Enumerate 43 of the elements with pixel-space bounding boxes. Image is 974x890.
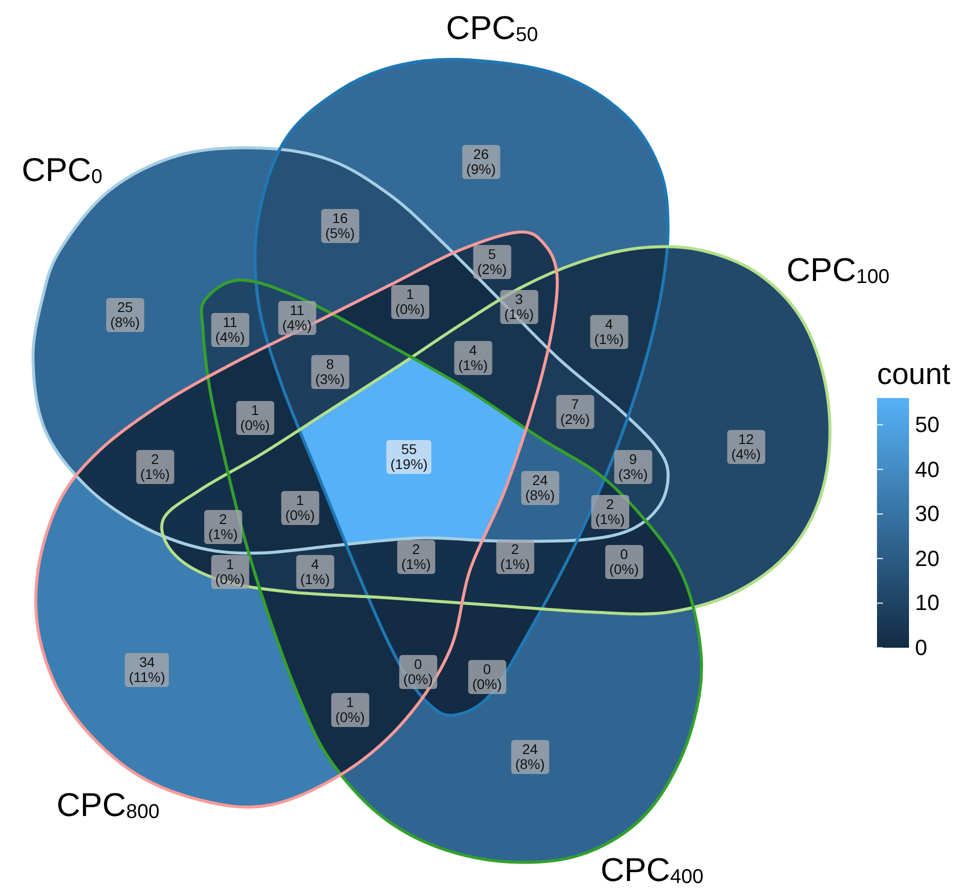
- region-count-label: 2 (1%): [204, 510, 242, 544]
- region-count-label: 2 (1%): [496, 540, 534, 574]
- region-count-label: 0 (0%): [468, 660, 506, 694]
- region-count-label: 7 (2%): [556, 395, 594, 429]
- region-count-label: 11 (4%): [211, 313, 249, 347]
- region-count-label: 9 (3%): [614, 450, 652, 484]
- tick-label: 20: [915, 546, 940, 572]
- region-count-label: 0 (0%): [605, 545, 643, 579]
- region-count-label: 4 (1%): [590, 315, 628, 349]
- region-count-label: 11 (4%): [278, 301, 316, 335]
- region-count-label: 24 (8%): [521, 471, 559, 505]
- region-count-label: 1 (0%): [236, 401, 274, 435]
- region-count-label: 1 (0%): [211, 555, 249, 589]
- region-count-label: 0 (0%): [399, 655, 437, 689]
- region-count-label: 25 (8%): [106, 298, 144, 332]
- region-count-label: 4 (1%): [296, 555, 334, 589]
- region-count-label: 34 (11%): [124, 653, 170, 687]
- set-name: CPC$_{0}$: [22, 151, 102, 189]
- tick-label: 30: [915, 501, 940, 528]
- region-count-label: 2 (1%): [591, 495, 629, 529]
- tick-label: 50: [915, 412, 940, 438]
- region-count-label: 24 (8%): [511, 740, 549, 774]
- region-count-label: 16 (5%): [321, 209, 359, 243]
- set-name: CPC$_{50}$: [446, 9, 538, 47]
- region-count-label: 26 (9%): [462, 145, 500, 179]
- region-count-label: 4 (1%): [454, 341, 492, 375]
- region-count-label: 2 (1%): [136, 450, 174, 484]
- region-count-label: 1 (0%): [391, 285, 429, 319]
- region-count-label: 1 (0%): [281, 491, 319, 525]
- region-count-label: 8 (3%): [311, 355, 349, 389]
- region-count-label: 12 (4%): [727, 430, 765, 464]
- set-name: CPC$_{400}$: [600, 851, 704, 889]
- tick-label: 10: [915, 590, 940, 616]
- region-count-label: 3 (1%): [500, 290, 538, 324]
- region-count-label: 2 (1%): [397, 540, 435, 574]
- tick-label: 40: [915, 456, 940, 483]
- region-count-label: 5 (2%): [473, 245, 511, 279]
- set-name: CPC$_{100}$: [786, 251, 890, 289]
- legend-title: count: [877, 358, 950, 392]
- tick-label: 0: [915, 635, 928, 661]
- region-count-label: 55 (19%): [386, 440, 432, 474]
- region-count-label: 1 (0%): [331, 693, 369, 727]
- set-name: CPC$_{800}$: [56, 786, 160, 824]
